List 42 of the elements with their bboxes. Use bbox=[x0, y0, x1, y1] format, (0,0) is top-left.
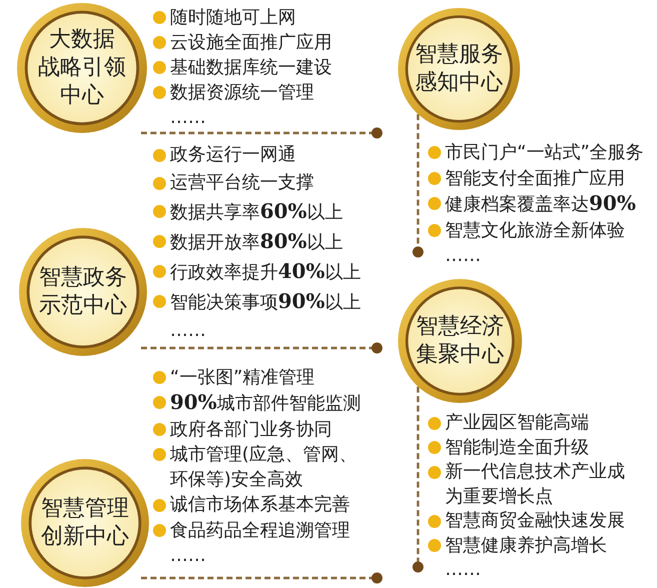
ellipsis-text: …… bbox=[170, 319, 206, 343]
hub-circle bbox=[21, 459, 149, 587]
list-item: 行政效率提升40%以上 bbox=[170, 258, 361, 285]
circle-title: 大数据战略引领中心 bbox=[37, 26, 127, 110]
list-item: 数据开放率80%以上 bbox=[170, 228, 343, 255]
hub-circle bbox=[398, 279, 522, 403]
list-item: 基础数据库统一建设 bbox=[170, 56, 332, 80]
ellipsis-text: …… bbox=[445, 244, 481, 268]
hub-circle bbox=[19, 228, 147, 356]
list-item: 城市管理(应急、管网、环保等)安全高效 bbox=[170, 442, 358, 492]
list-item: 云设施全面推广应用 bbox=[170, 31, 332, 55]
circle-title: 智慧服务感知中心 bbox=[414, 41, 504, 97]
list-item: 随时随地可上网 bbox=[170, 6, 296, 30]
hub-circle bbox=[398, 8, 520, 130]
list-item: 诚信市场体系基本完善 bbox=[170, 493, 350, 518]
list-item: 智慧文化旅游全新体验 bbox=[445, 218, 625, 242]
list-item: 新一代信息技术产业成为重要增长点 bbox=[445, 460, 626, 508]
list-item: 市民门户“一站式”全服务 bbox=[445, 141, 644, 165]
dashed-connector bbox=[412, 114, 424, 258]
circle-title: 智慧政务示范中心 bbox=[38, 264, 128, 320]
list-item: 运营平台统一支撑 bbox=[170, 171, 314, 195]
list-item: 数据资源统一管理 bbox=[170, 81, 314, 105]
ellipsis-text: …… bbox=[170, 544, 206, 568]
list-item: 政务运行一网通 bbox=[170, 143, 296, 167]
list-item: 健康档案覆盖率达90% bbox=[445, 191, 636, 217]
ellipsis-text: …… bbox=[445, 558, 481, 582]
list-item: 产业园区智能高端 bbox=[445, 411, 589, 435]
list-item: 食品药品全程追溯管理 bbox=[170, 518, 350, 543]
list-item: 数据共享率60%以上 bbox=[170, 198, 343, 225]
circle-title: 智慧管理创新中心 bbox=[40, 495, 130, 551]
list-item: 90%城市部件智能监测 bbox=[170, 390, 361, 416]
dashed-connector bbox=[412, 386, 424, 572]
hub-circle bbox=[17, 3, 147, 133]
list-item: 智慧商贸金融快速发展 bbox=[445, 509, 625, 533]
list-item: 政府各部门业务协同 bbox=[170, 418, 332, 442]
ellipsis-text: …… bbox=[170, 106, 206, 130]
list-item: 智能决策事项90%以上 bbox=[170, 288, 361, 315]
list-item: 智能支付全面推广应用 bbox=[445, 166, 625, 190]
list-item: 智能制造全面升级 bbox=[445, 436, 589, 460]
circle-title: 智慧经济集聚中心 bbox=[415, 313, 505, 369]
list-item: 智慧健康养护高增长 bbox=[445, 534, 607, 558]
list-item: “一张图”精准管理 bbox=[170, 366, 315, 390]
